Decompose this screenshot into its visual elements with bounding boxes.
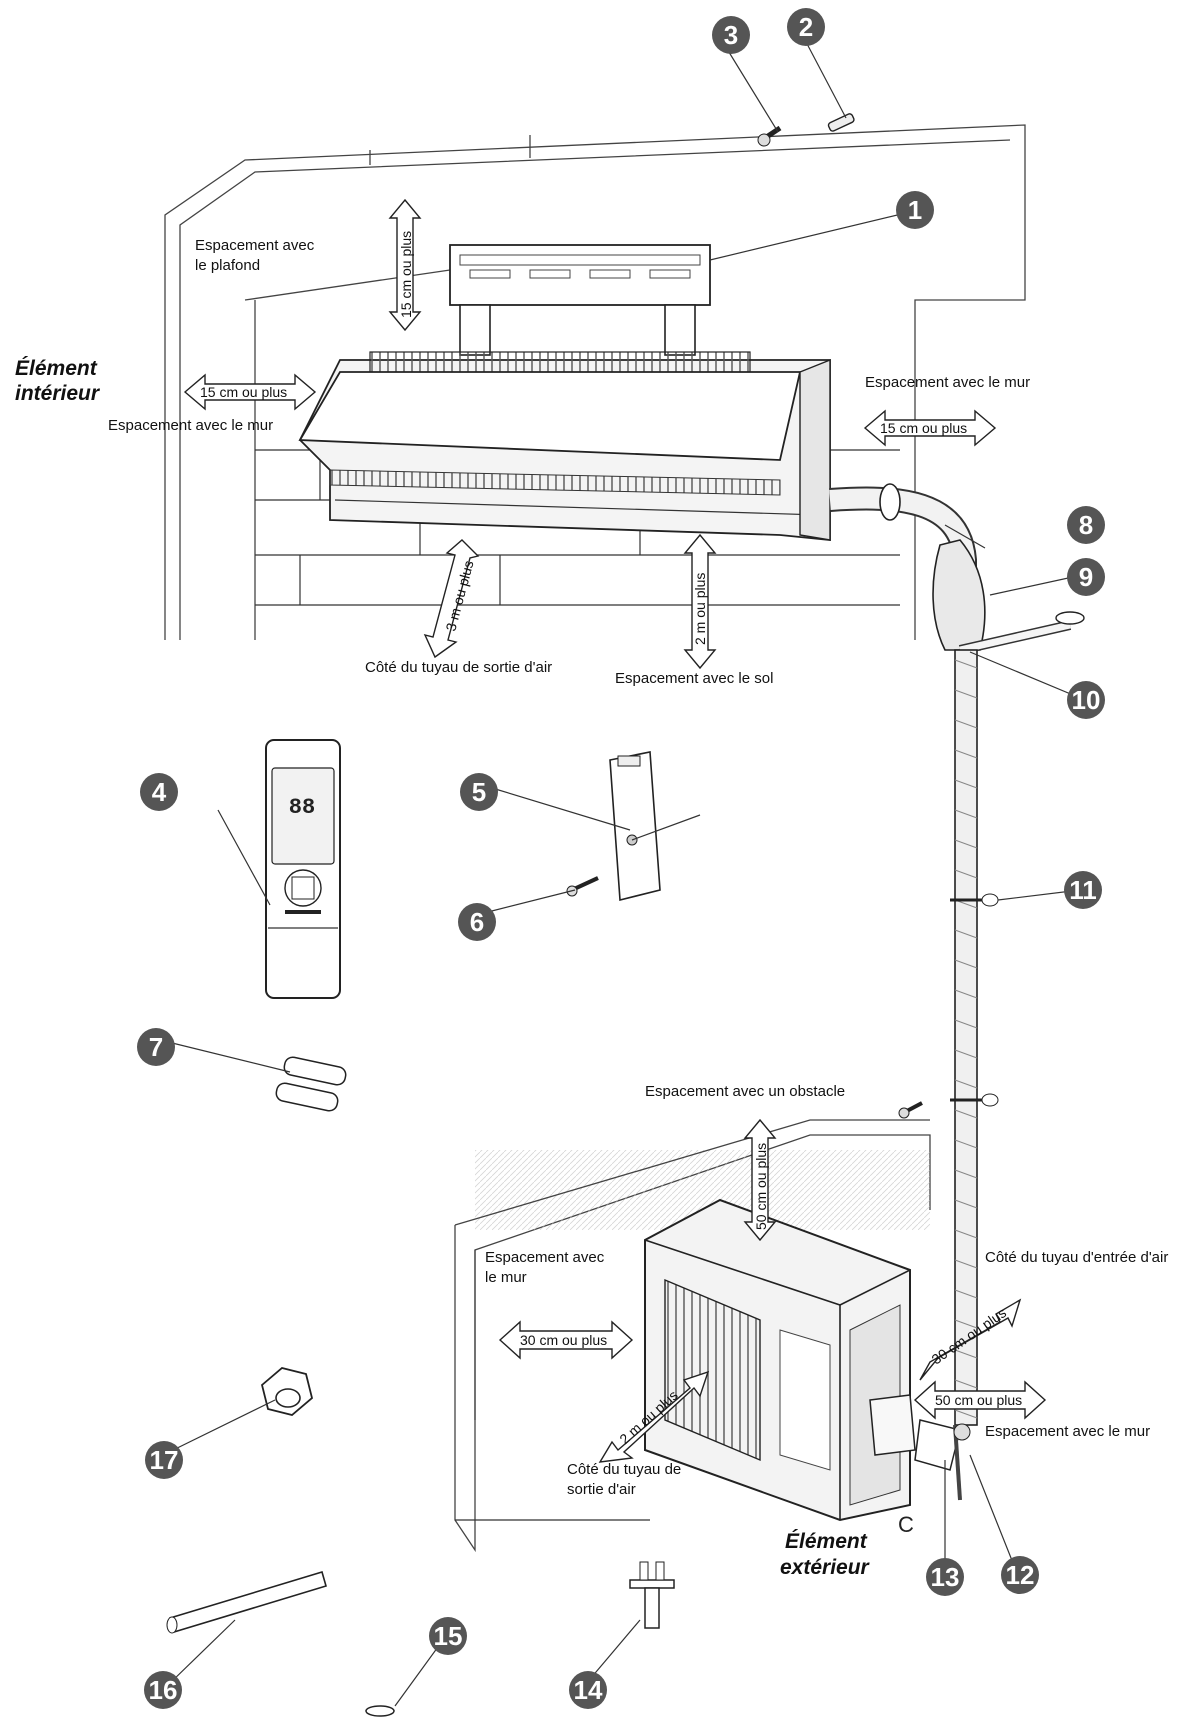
callout-3: 3 bbox=[712, 16, 750, 54]
washer-part-15 bbox=[365, 1705, 395, 1717]
screw-part-6 bbox=[566, 876, 599, 897]
left-wall-clearance: 15 cm ou plus bbox=[200, 384, 287, 400]
part-number-15: 15 bbox=[434, 1621, 463, 1651]
outdoor-air-outlet-label-2: sortie d'air bbox=[567, 1481, 636, 1498]
air-inlet-side-label: Côté du tuyau d'entrée d'air bbox=[985, 1249, 1168, 1266]
leader-lines bbox=[159, 39, 1086, 1707]
outdoor-section-title-2: extérieur bbox=[780, 1556, 871, 1579]
obstacle-gap-label: Espacement avec un obstacle bbox=[645, 1083, 845, 1100]
ceiling-clearance: 15 cm ou plus bbox=[398, 231, 414, 318]
part-number-1: 1 bbox=[908, 195, 922, 225]
part-number-16: 16 bbox=[149, 1675, 178, 1705]
right-wall-clearance: 15 cm ou plus bbox=[880, 420, 967, 436]
callout-13: 13 bbox=[926, 1558, 964, 1596]
callout-17: 17 bbox=[145, 1441, 183, 1479]
indoor-unit bbox=[298, 351, 831, 541]
part-number-10: 10 bbox=[1072, 685, 1101, 715]
batteries-part-7 bbox=[275, 1056, 347, 1112]
indoor-section-title-2: intérieur bbox=[15, 382, 101, 405]
pipe-part-16 bbox=[166, 1570, 327, 1634]
part-number-2: 2 bbox=[799, 12, 813, 42]
callout-11: 11 bbox=[1064, 871, 1102, 909]
floor-clearance: 2 m ou plus bbox=[692, 573, 708, 645]
callout-2: 2 bbox=[787, 8, 825, 46]
outdoor-unit bbox=[644, 1198, 916, 1522]
cover-part-5 bbox=[609, 751, 701, 902]
right-wall-gap-label: Espacement avec le mur bbox=[865, 374, 1030, 391]
drain-joint-part-14 bbox=[629, 1561, 675, 1629]
outdoor-wall-clearance: 30 cm ou plus bbox=[520, 1332, 607, 1348]
outdoor-right-clearance: 50 cm ou plus bbox=[935, 1392, 1022, 1408]
anchor-part-2 bbox=[827, 113, 855, 132]
part-number-5: 5 bbox=[472, 777, 486, 807]
outdoor-clearance-arrows bbox=[498, 1118, 1047, 1463]
outdoor-section-title-1: Élément bbox=[785, 1530, 868, 1553]
callout-8: 8 bbox=[1067, 506, 1105, 544]
indoor-clearance-arrows bbox=[183, 198, 997, 670]
callout-16: 16 bbox=[144, 1671, 182, 1709]
air-outlet-side-label: Côté du tuyau de sortie d'air bbox=[365, 659, 552, 676]
indoor-labels: Espacement avec le plafond 15 cm ou plus… bbox=[15, 231, 1030, 687]
obstacle-clearance: 50 cm ou plus bbox=[753, 1143, 769, 1230]
refrigerant-pipe bbox=[829, 483, 1085, 1426]
ceiling-gap-label-1: Espacement avec bbox=[195, 237, 315, 254]
part-number-17: 17 bbox=[150, 1445, 179, 1475]
floor-gap-label: Espacement avec le sol bbox=[615, 670, 773, 687]
remote-control: 88 bbox=[265, 739, 341, 999]
callout-14: 14 bbox=[569, 1671, 607, 1709]
part-number-12: 12 bbox=[1006, 1560, 1035, 1590]
outdoor-wall-gap-label-2: le mur bbox=[485, 1269, 527, 1286]
outdoor-pipe-connection bbox=[914, 1419, 971, 1501]
outdoor-right-wall-gap-label: Espacement avec le mur bbox=[985, 1423, 1150, 1440]
loose-screw bbox=[898, 1101, 923, 1119]
outdoor-unit-letter: C bbox=[898, 1512, 914, 1537]
part-number-13: 13 bbox=[931, 1562, 960, 1592]
callout-10: 10 bbox=[1067, 681, 1105, 719]
mounting-plate bbox=[449, 244, 711, 356]
part-number-14: 14 bbox=[574, 1675, 603, 1705]
remote-display-digits: 88 bbox=[289, 795, 315, 820]
outdoor-air-outlet-label-1: Côté du tuyau de bbox=[567, 1461, 681, 1478]
outdoor-wall-gap-label-1: Espacement avec bbox=[485, 1249, 605, 1266]
callout-12: 12 bbox=[1001, 1556, 1039, 1594]
part-number-3: 3 bbox=[724, 20, 738, 50]
callout-15: 15 bbox=[429, 1617, 467, 1655]
callout-1: 1 bbox=[896, 191, 934, 229]
part-callouts: 1 2 3 4 5 6 7 8 9 10 11 12 13 14 15 16 1… bbox=[137, 8, 1105, 1709]
part-number-8: 8 bbox=[1079, 510, 1093, 540]
part-number-11: 11 bbox=[1069, 875, 1097, 905]
indoor-section-title-1: Élément bbox=[15, 357, 98, 380]
part-number-9: 9 bbox=[1079, 562, 1093, 592]
callout-5: 5 bbox=[460, 773, 498, 811]
callout-9: 9 bbox=[1067, 558, 1105, 596]
callout-7: 7 bbox=[137, 1028, 175, 1066]
part-number-6: 6 bbox=[470, 907, 484, 937]
ceiling-gap-label-2: le plafond bbox=[195, 257, 260, 274]
nut-part-17 bbox=[260, 1367, 314, 1416]
callout-4: 4 bbox=[140, 773, 178, 811]
left-wall-gap-label: Espacement avec le mur bbox=[108, 417, 273, 434]
callout-6: 6 bbox=[458, 903, 496, 941]
part-number-7: 7 bbox=[149, 1032, 163, 1062]
screw-part-3 bbox=[757, 125, 782, 147]
part-number-4: 4 bbox=[152, 777, 167, 807]
